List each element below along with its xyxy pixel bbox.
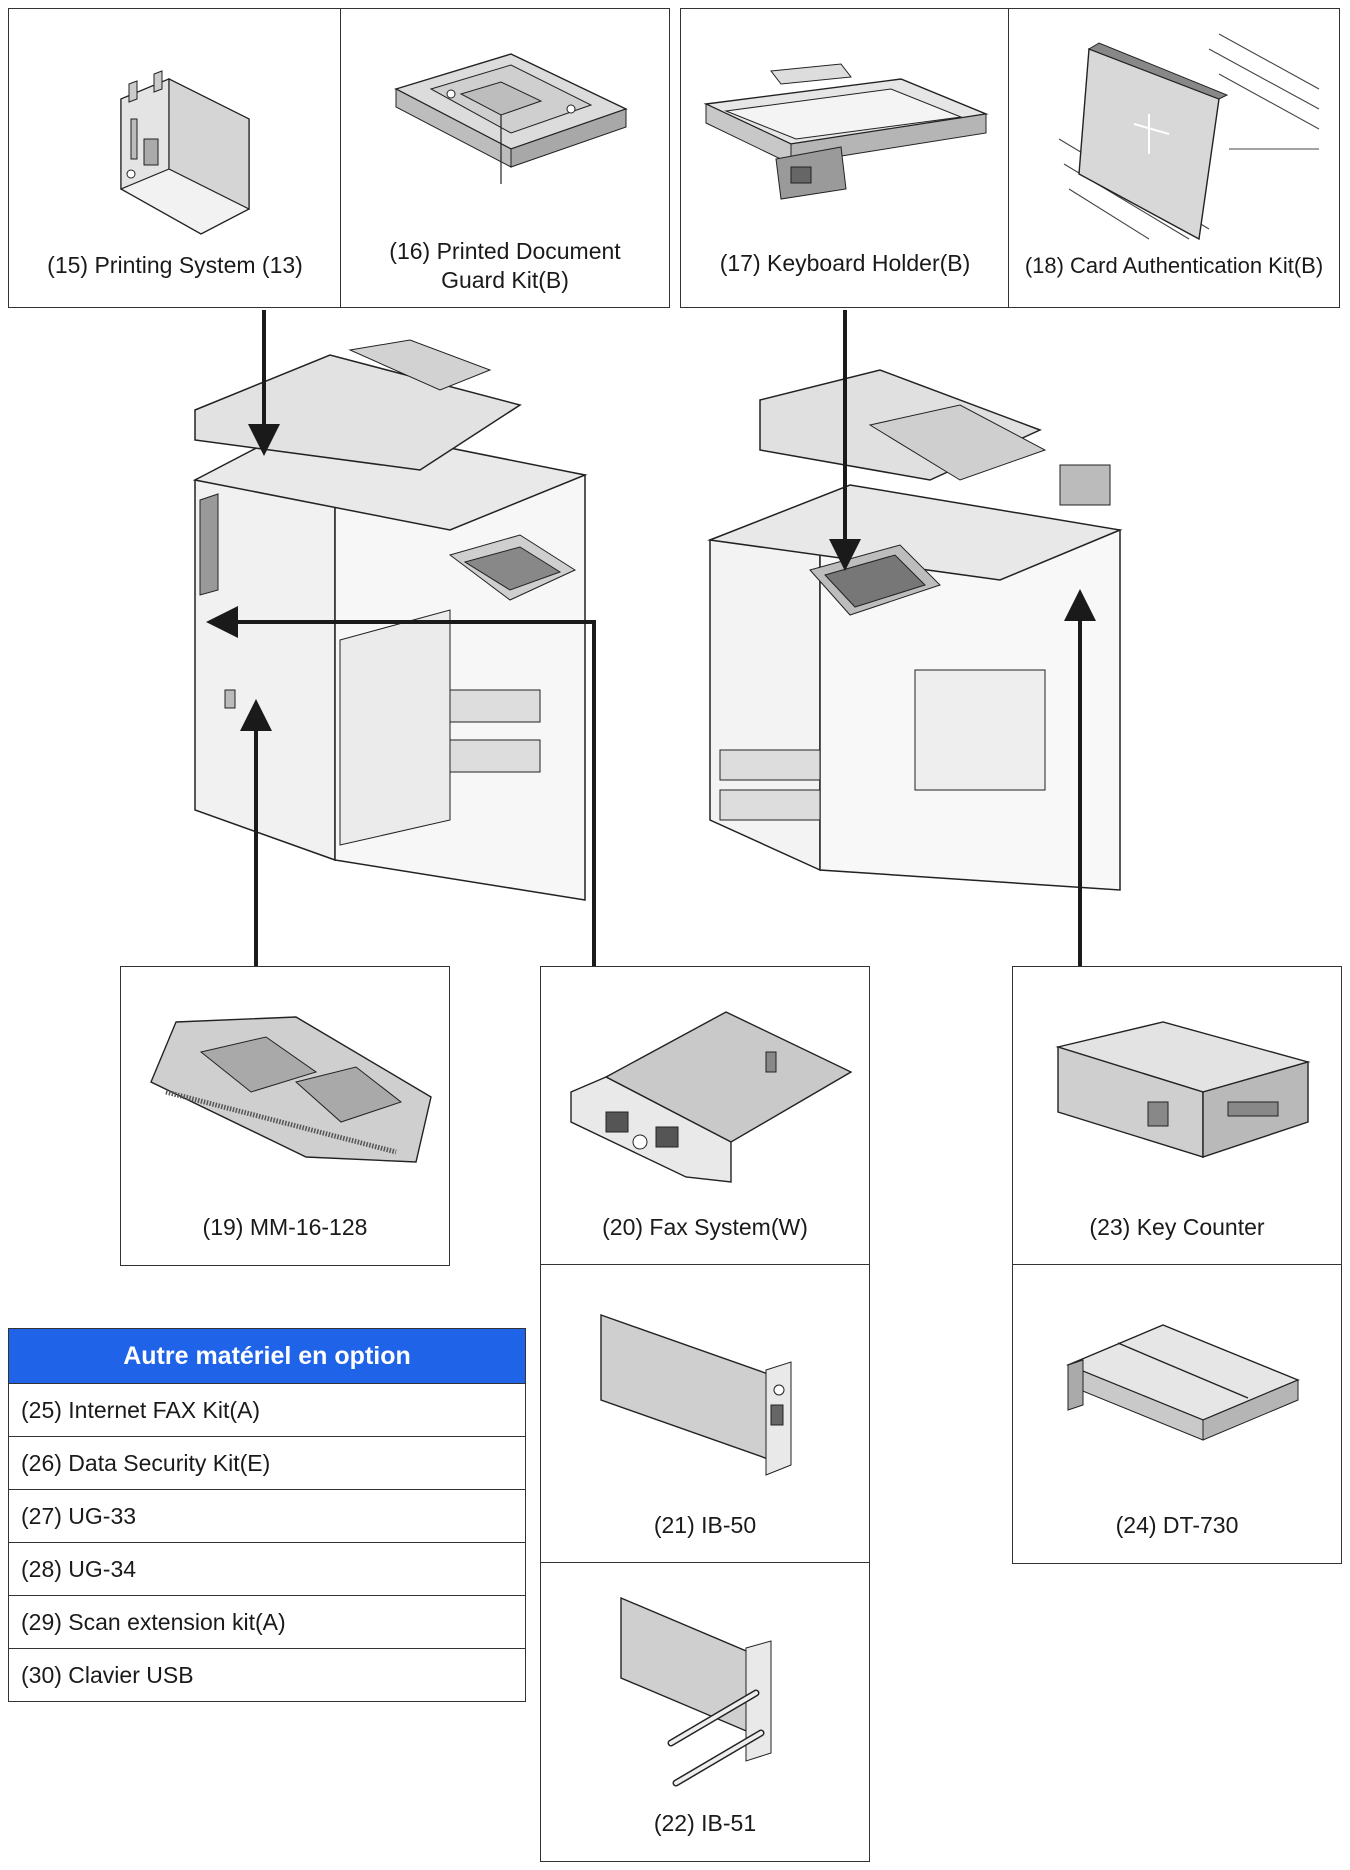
other-option-item: (28) UG-34 bbox=[9, 1542, 525, 1595]
option-label-21: (21) IB-50 bbox=[653, 1512, 757, 1538]
dt-730-tray-illustration bbox=[1063, 1315, 1303, 1455]
option-box-15: (15) Printing System (13) bbox=[8, 8, 342, 308]
option-label-16: (16) Printed Document Guard Kit(B) bbox=[389, 238, 621, 293]
ib-50-card-illustration bbox=[591, 1310, 821, 1470]
option-label-22: (22) IB-51 bbox=[653, 1810, 757, 1836]
ib-51-card-illustration bbox=[611, 1593, 811, 1793]
key-counter-illustration bbox=[1053, 1017, 1313, 1167]
other-option-item: (29) Scan extension kit(A) bbox=[9, 1595, 525, 1648]
option-box-16: (16) Printed Document Guard Kit(B) bbox=[340, 8, 670, 308]
option-box-19: (19) MM-16-128 bbox=[120, 966, 450, 1266]
other-option-item: (26) Data Security Kit(E) bbox=[9, 1436, 525, 1489]
option-label-24: (24) DT-730 bbox=[1115, 1512, 1239, 1538]
mfp-right-illustration bbox=[700, 370, 1130, 910]
option-box-20: (20) Fax System(W) bbox=[540, 966, 870, 1266]
option-label-23: (23) Key Counter bbox=[1089, 1214, 1265, 1240]
option-box-18: (18) Card Authentication Kit(B) bbox=[1008, 8, 1340, 308]
other-option-item: (27) UG-33 bbox=[9, 1489, 525, 1542]
card-authentication-kit-illustration bbox=[1059, 29, 1329, 249]
document-guard-kit-illustration bbox=[391, 49, 631, 199]
option-box-24: (24) DT-730 bbox=[1012, 1264, 1342, 1564]
option-box-17: (17) Keyboard Holder(B) bbox=[680, 8, 1010, 308]
option-label-19: (19) MM-16-128 bbox=[202, 1214, 368, 1240]
other-option-item: (25) Internet FAX Kit(A) bbox=[9, 1383, 525, 1436]
option-label-15: (15) Printing System (13) bbox=[47, 252, 303, 278]
fax-system-illustration bbox=[566, 1002, 856, 1192]
option-label-17: (17) Keyboard Holder(B) bbox=[719, 250, 971, 276]
option-box-22: (22) IB-51 bbox=[540, 1562, 870, 1862]
memory-module-illustration bbox=[146, 1012, 436, 1172]
keyboard-holder-illustration bbox=[701, 59, 991, 209]
arrow-20 bbox=[206, 606, 596, 966]
option-label-20: (20) Fax System(W) bbox=[602, 1214, 808, 1240]
option-box-23: (23) Key Counter bbox=[1012, 966, 1342, 1266]
other-options-table: Autre matériel en option (25) Internet F… bbox=[8, 1328, 526, 1702]
other-option-item: (30) Clavier USB bbox=[9, 1648, 525, 1701]
option-label-18: (18) Card Authentication Kit(B) bbox=[1024, 253, 1324, 278]
option-box-21: (21) IB-50 bbox=[540, 1264, 870, 1564]
printing-system-illustration bbox=[109, 49, 259, 239]
mfp-left-illustration bbox=[190, 300, 590, 910]
other-options-title: Autre matériel en option bbox=[9, 1329, 525, 1383]
